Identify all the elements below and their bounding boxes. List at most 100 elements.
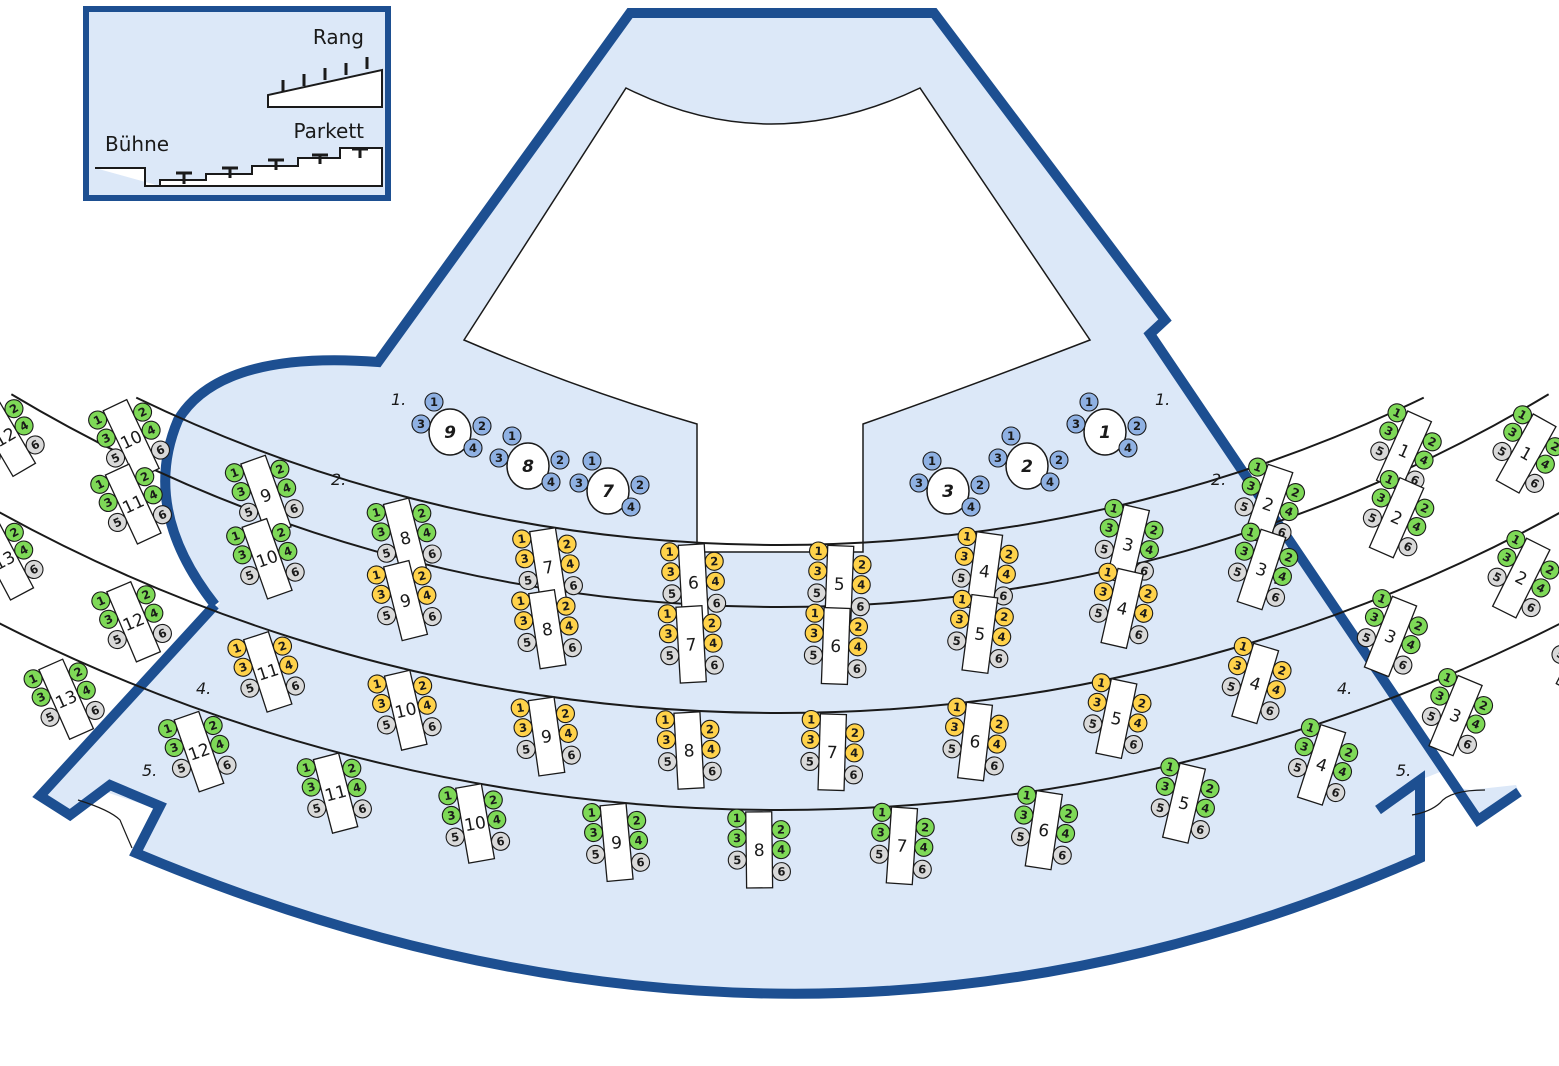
seat-1[interactable] — [86, 408, 110, 432]
balcony-table[interactable] — [506, 442, 550, 490]
seat-1[interactable] — [510, 591, 531, 612]
seat-2[interactable] — [270, 521, 293, 544]
seat-3[interactable] — [1093, 581, 1115, 603]
seat-1[interactable] — [1097, 561, 1119, 583]
seat-4[interactable] — [703, 633, 723, 653]
seat-2[interactable] — [412, 675, 434, 697]
seat-3[interactable] — [515, 548, 536, 569]
seat-1[interactable] — [1377, 468, 1401, 492]
seat-6[interactable] — [22, 557, 46, 581]
seat-2[interactable] — [1277, 546, 1300, 569]
seat-6[interactable] — [704, 655, 724, 675]
seat-3[interactable] — [232, 656, 255, 679]
seat-1[interactable] — [1091, 672, 1112, 693]
seat-3[interactable] — [804, 623, 824, 643]
seat-2[interactable] — [852, 555, 872, 575]
seat-5[interactable] — [727, 850, 747, 870]
seat-3[interactable] — [954, 546, 974, 566]
seat-3[interactable] — [96, 491, 120, 515]
seat-5[interactable] — [662, 584, 682, 604]
balcony-seat-2[interactable] — [970, 475, 990, 495]
seat-1[interactable] — [366, 673, 388, 695]
seat-4[interactable] — [1127, 712, 1148, 733]
seat-2[interactable] — [1407, 614, 1430, 637]
seat-4[interactable] — [1133, 602, 1155, 624]
seat-6[interactable] — [1190, 819, 1212, 841]
seat-2[interactable] — [131, 400, 155, 424]
seat-2[interactable] — [411, 502, 433, 524]
seat-5[interactable] — [660, 646, 680, 666]
seat-5[interactable] — [1226, 561, 1249, 584]
seat-3[interactable] — [163, 736, 186, 759]
seat-6[interactable] — [149, 438, 173, 462]
seat-3[interactable] — [1240, 475, 1263, 498]
seat-5[interactable] — [1082, 713, 1103, 734]
seat-6[interactable] — [23, 433, 48, 458]
balcony-seat-4[interactable] — [1118, 438, 1138, 458]
seat-6[interactable] — [283, 497, 306, 520]
balcony-seat-3[interactable] — [569, 473, 589, 493]
seat-5[interactable] — [1093, 539, 1115, 561]
seat-5[interactable] — [38, 705, 62, 729]
seat-1[interactable] — [582, 803, 602, 823]
seat-4[interactable] — [628, 830, 649, 851]
seat-6[interactable] — [847, 659, 867, 679]
seat-4[interactable] — [275, 476, 298, 499]
seat-1[interactable] — [1017, 785, 1037, 805]
seat-2[interactable] — [1413, 496, 1437, 520]
seat-3[interactable] — [1369, 486, 1393, 510]
seat-6[interactable] — [1052, 845, 1072, 865]
seat-2[interactable] — [700, 719, 720, 739]
seat-1[interactable] — [224, 524, 247, 547]
seat-4[interactable] — [848, 637, 868, 657]
balcony-table[interactable] — [926, 467, 970, 515]
seat-3[interactable] — [945, 717, 965, 737]
seat-6[interactable] — [1264, 586, 1287, 609]
seat-3[interactable] — [1099, 517, 1121, 539]
seat-2[interactable] — [1538, 558, 1559, 582]
seat-1[interactable] — [1370, 587, 1393, 610]
seat-6[interactable] — [561, 745, 581, 765]
seat-4[interactable] — [1271, 565, 1294, 588]
seat-4[interactable] — [560, 554, 581, 575]
seat-4[interactable] — [996, 564, 1016, 584]
seat-5[interactable] — [170, 757, 193, 780]
seat-3[interactable] — [1226, 654, 1248, 676]
balcony-seat-1[interactable] — [502, 426, 522, 446]
seat-5[interactable] — [951, 568, 971, 588]
seat-4[interactable] — [851, 575, 871, 595]
seat-2[interactable] — [1137, 583, 1159, 605]
seat-5[interactable] — [376, 714, 398, 736]
seat-2[interactable] — [1271, 659, 1293, 681]
seat-1[interactable] — [655, 710, 675, 730]
seat-6[interactable] — [702, 761, 722, 781]
seat-3[interactable] — [1501, 420, 1525, 444]
seat-1[interactable] — [957, 526, 977, 547]
seat-3[interactable] — [950, 609, 970, 629]
seat-4[interactable] — [1331, 760, 1354, 783]
seat-3[interactable] — [94, 426, 118, 450]
seat-6[interactable] — [1396, 535, 1420, 559]
seat-4[interactable] — [276, 540, 299, 563]
seat-3[interactable] — [1155, 776, 1177, 798]
seat-4[interactable] — [1529, 576, 1553, 600]
seat-6[interactable] — [1519, 596, 1543, 620]
seat-4[interactable] — [12, 414, 37, 439]
seat-6[interactable] — [284, 561, 307, 584]
seat-2[interactable] — [1284, 481, 1307, 504]
seat-5[interactable] — [1149, 797, 1171, 819]
seat-1[interactable] — [1246, 456, 1269, 479]
seat-4[interactable] — [844, 743, 864, 763]
seat-1[interactable] — [872, 802, 892, 822]
seat-5[interactable] — [1420, 705, 1444, 729]
seat-3[interactable] — [1014, 805, 1034, 825]
seat-6[interactable] — [83, 699, 107, 723]
seat-2[interactable] — [704, 551, 724, 571]
seat-4[interactable] — [277, 654, 300, 677]
seat-4[interactable] — [771, 840, 791, 860]
balcony-seat-4[interactable] — [463, 438, 483, 458]
seat-1[interactable] — [805, 603, 825, 623]
seat-4[interactable] — [992, 627, 1012, 647]
seat-1[interactable] — [660, 542, 680, 562]
seat-1[interactable] — [1436, 666, 1460, 690]
